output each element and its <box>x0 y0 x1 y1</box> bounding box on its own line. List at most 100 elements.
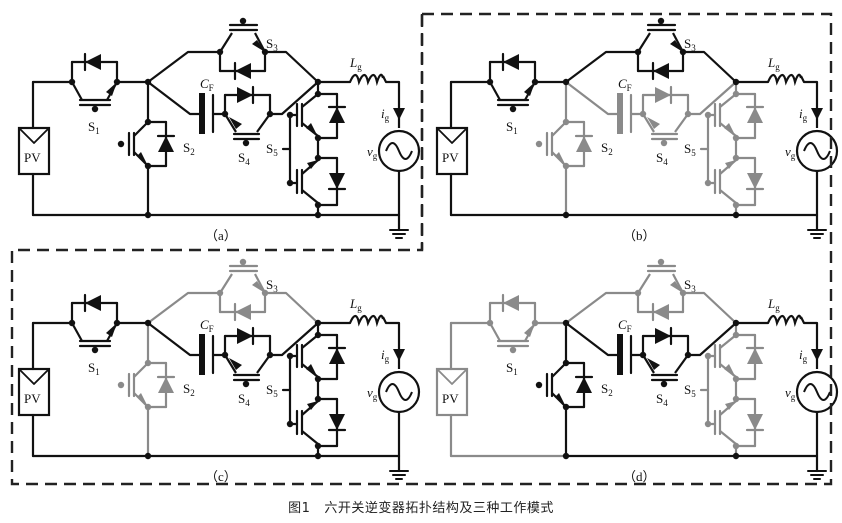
lg-label: Lg <box>349 296 362 313</box>
s1-label: S1 <box>506 360 518 377</box>
capacitor-cf: CF <box>199 76 215 134</box>
junction-dot <box>562 118 570 126</box>
junction-dot <box>732 319 740 327</box>
cf-label: CF <box>200 76 214 93</box>
switch-s2: S2 <box>117 321 195 458</box>
switch-s1: S1 <box>486 293 539 377</box>
junction-dot <box>732 395 740 403</box>
panel-label-c: （c） <box>205 469 237 484</box>
figure-caption: 图1 六开关逆变器拓扑结构及三种工作模式 <box>0 497 842 516</box>
ground-icon <box>807 229 827 239</box>
switch-s4: S4 <box>639 326 692 408</box>
vg-label: vg <box>367 385 378 402</box>
s2-label: S2 <box>183 140 195 157</box>
junction-dot <box>679 289 687 297</box>
s3-label: S3 <box>266 277 278 294</box>
figure-number: 图1 <box>288 501 311 516</box>
ig-label: ig <box>381 347 390 364</box>
panel-label-a: （a） <box>205 228 237 243</box>
cf-label: CF <box>618 76 632 93</box>
figure-title: 六开关逆变器拓扑结构及三种工作模式 <box>324 501 554 516</box>
junction-dot <box>91 346 99 354</box>
junction-dot <box>657 17 665 25</box>
junction-dot <box>314 395 322 403</box>
junction-dot <box>562 78 570 86</box>
switch-s5: S5 <box>266 321 347 458</box>
lg-label: Lg <box>767 296 780 313</box>
s3-label: S3 <box>266 36 278 53</box>
ground-icon <box>807 470 827 480</box>
junction-dot <box>242 380 250 388</box>
switch-s1: S1 <box>68 52 121 136</box>
s3-label: S3 <box>684 36 696 53</box>
s2-label: S2 <box>601 381 613 398</box>
switch-s5: S5 <box>684 80 765 217</box>
junction-dot <box>117 381 125 389</box>
junction-dot <box>221 351 229 359</box>
s5-label: S5 <box>266 382 278 399</box>
junction-dot <box>117 140 125 148</box>
inverter-topology-figure: PVS1S2S3CFS4S5Lgigvg（a）PVS1S2S3CFS4S5Lgi… <box>10 12 839 486</box>
capacitor-cf: CF <box>617 76 633 134</box>
junction-dot <box>91 105 99 113</box>
junction-dot <box>657 258 665 266</box>
switch-s5: S5 <box>684 321 765 458</box>
capacitor-cf: CF <box>199 317 215 375</box>
switch-s1: S1 <box>486 52 539 136</box>
panel-label-d: （d） <box>623 469 656 484</box>
junction-dot <box>314 78 322 86</box>
junction-dot <box>684 110 692 118</box>
inductor-lg <box>766 73 803 87</box>
junction-dot <box>221 110 229 118</box>
junction-dot <box>242 139 250 147</box>
junction-dot <box>144 118 152 126</box>
inductor-lg <box>348 314 385 328</box>
junction-dot <box>144 359 152 367</box>
switch-s3: S3 <box>216 17 278 81</box>
s5-label: S5 <box>266 141 278 158</box>
s4-label: S4 <box>656 150 668 167</box>
ground-icon <box>389 229 409 239</box>
ig-label: ig <box>381 106 390 123</box>
switch-s5: S5 <box>266 80 347 217</box>
junction-dot <box>314 319 322 327</box>
pv-panel: PV <box>17 367 51 417</box>
junction-dot <box>562 319 570 327</box>
junction-dot <box>660 139 668 147</box>
grid-output: Lg ig vg <box>734 296 839 480</box>
switch-s2: S2 <box>117 80 195 217</box>
s1-label: S1 <box>88 360 100 377</box>
junction-dot <box>314 90 322 98</box>
junction-dot <box>732 154 740 162</box>
junction-dot <box>732 331 740 339</box>
junction-dot <box>562 211 570 219</box>
switch-s3: S3 <box>634 17 696 81</box>
junction-dot <box>314 211 322 219</box>
switch-s2: S2 <box>535 80 613 217</box>
pv-label: PV <box>24 391 41 406</box>
switch-s3: S3 <box>216 258 278 322</box>
junction-dot <box>535 140 543 148</box>
sine-icon <box>385 142 413 160</box>
junction-dot <box>732 452 740 460</box>
pv-panel: PV <box>17 126 51 176</box>
junction-dot <box>684 351 692 359</box>
s4-label: S4 <box>656 391 668 408</box>
sine-icon <box>803 383 831 401</box>
ig-label: ig <box>799 347 808 364</box>
ground-icon <box>389 470 409 480</box>
junction-dot <box>314 154 322 162</box>
s1-label: S1 <box>88 119 100 136</box>
cf-label: CF <box>200 317 214 334</box>
junction-dot <box>660 380 668 388</box>
junction-dot <box>314 452 322 460</box>
junction-dot <box>144 319 152 327</box>
pv-panel: PV <box>435 367 469 417</box>
s5-label: S5 <box>684 382 696 399</box>
vg-label: vg <box>785 385 796 402</box>
junction-dot <box>144 211 152 219</box>
lg-label: Lg <box>349 55 362 72</box>
